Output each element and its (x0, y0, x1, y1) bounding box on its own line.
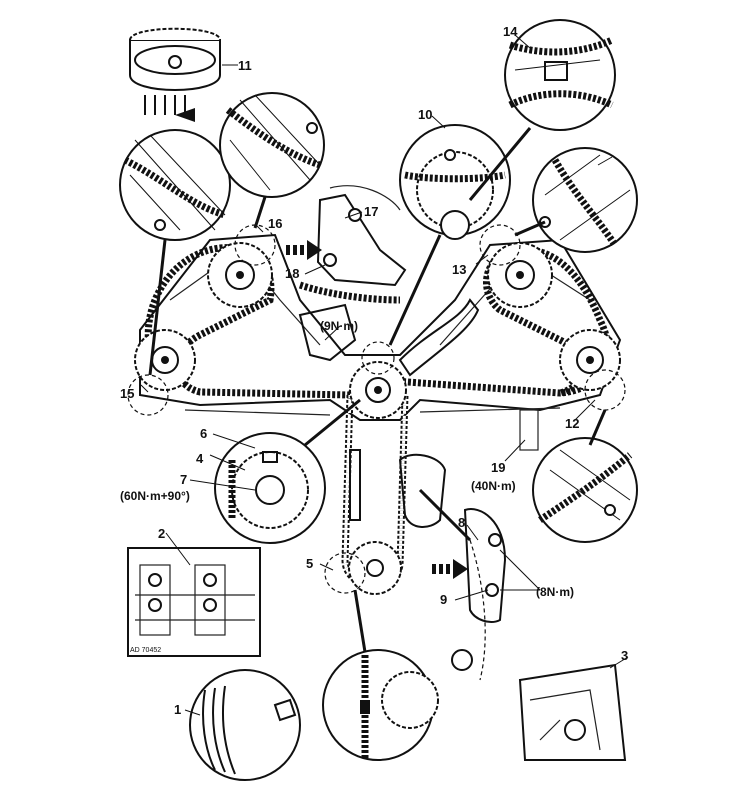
cam-phaser-part (129, 27, 221, 122)
left-upper-cam-sprocket (207, 242, 273, 308)
detail-circle-intermediate-gear (214, 432, 326, 544)
crankshaft-sprocket (348, 541, 402, 595)
tensioner-assembly (398, 453, 507, 681)
arrow-right-icon (286, 240, 322, 260)
callout-6: 6 (200, 426, 207, 441)
callout-14: 14 (503, 24, 518, 39)
torque-40nm: (40N·m) (471, 479, 516, 493)
callout-10: 10 (418, 107, 432, 122)
detail-circle-upper-left-b (219, 92, 325, 198)
callout-9: 9 (440, 592, 447, 607)
detail-circle-lower-right (532, 437, 638, 543)
callout-13: 13 (452, 262, 466, 277)
callout-18: 18 (285, 266, 299, 281)
dashed-callout-center (361, 341, 395, 375)
callout-16: 16 (268, 216, 282, 231)
callout-5: 5 (306, 556, 313, 571)
detail-circle-center-top (399, 124, 511, 240)
leader-lines (140, 34, 629, 716)
detail-circle-top-right (504, 19, 616, 131)
torque-60nm-90deg: (60N·m+90°) (120, 489, 190, 503)
callout-2: 2 (158, 526, 165, 541)
right-lower-cam-sprocket (559, 329, 621, 391)
torque-8nm: (8N·m) (536, 585, 574, 599)
engine-block-inset (518, 663, 627, 761)
callout-17: 17 (364, 204, 378, 219)
cylinder-head-inset: AD 70452 (127, 547, 261, 657)
detail-circle-right (532, 147, 638, 253)
callout-7: 7 (180, 472, 187, 487)
callout-labels: 1 2 3 4 5 6 7 8 9 10 11 12 13 14 15 16 1… (120, 24, 628, 717)
dashed-callout-15 (127, 374, 169, 416)
detail-circle-bottom-left (189, 669, 301, 781)
detail-circle-upper-left-a (119, 129, 231, 241)
dashed-callout-13 (479, 224, 521, 266)
callout-4: 4 (196, 451, 204, 466)
bold-leader-lines (148, 127, 607, 653)
callout-3: 3 (621, 648, 628, 663)
dashed-callout-5 (324, 552, 366, 594)
arrow-right-icon (432, 559, 468, 579)
right-upper-cam-sprocket (487, 242, 553, 308)
callout-11: 11 (238, 58, 252, 73)
callout-15: 15 (120, 386, 134, 401)
callout-19: 19 (491, 460, 505, 475)
detail-circle-bottom-center (322, 649, 439, 761)
callout-1: 1 (174, 702, 181, 717)
inset-code: AD 70452 (130, 647, 161, 654)
chain-guides (298, 298, 480, 521)
guide-bracket-part (298, 185, 407, 304)
torque-9nm: (9N·m) (320, 319, 358, 333)
torque-labels: (9N·m) (60N·m+90°) (40N·m) (8N·m) (120, 319, 574, 599)
intermediate-sprocket (349, 361, 407, 419)
left-lower-cam-sprocket (134, 329, 196, 391)
callout-12: 12 (565, 416, 579, 431)
callout-8: 8 (458, 515, 465, 530)
